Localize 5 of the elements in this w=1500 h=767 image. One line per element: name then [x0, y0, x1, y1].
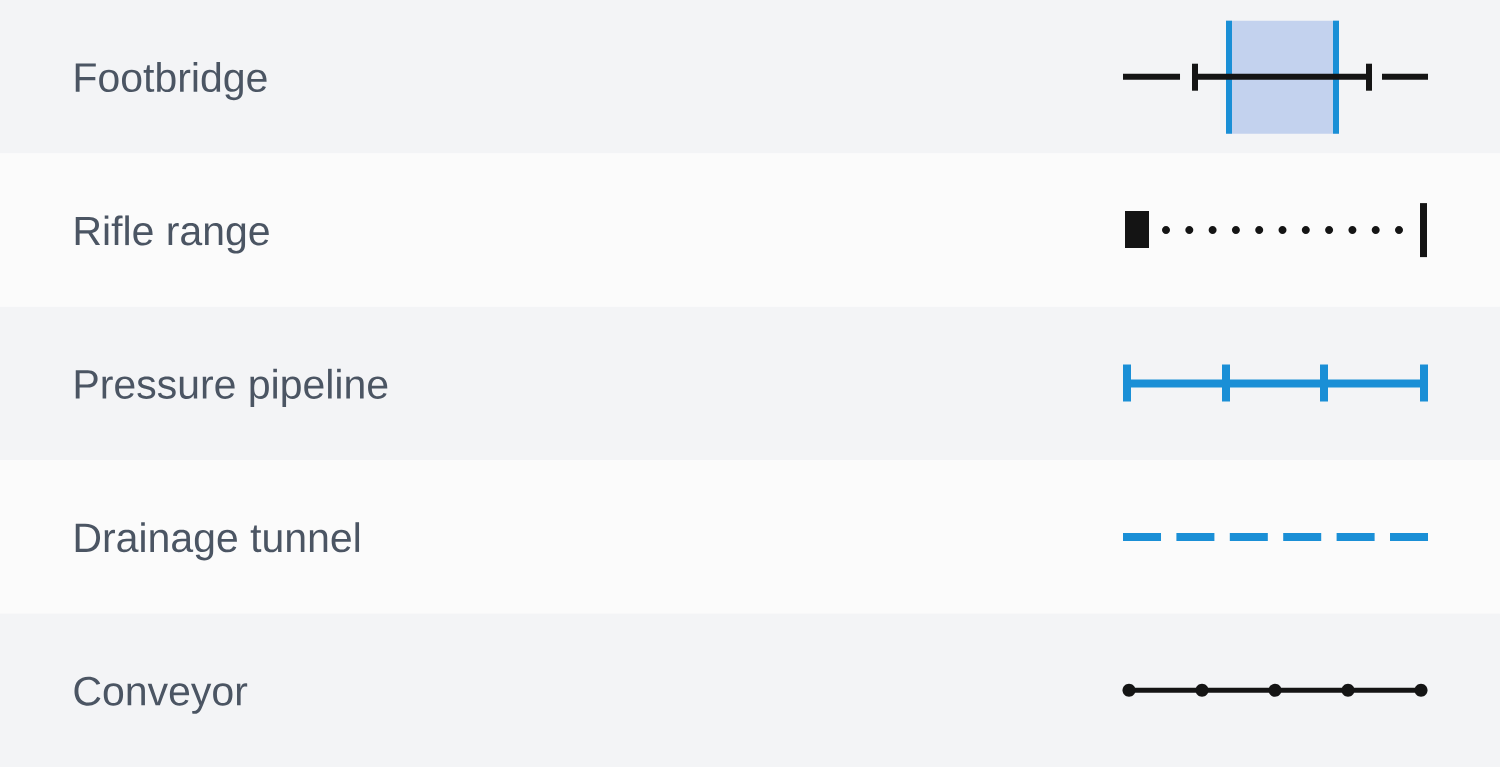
legend-label: Footbridge — [75, 62, 267, 101]
legend-label: Conveyor — [74, 676, 248, 714]
legend-label: Pressure pipeline — [75, 368, 388, 407]
legend-label: Drainage tunnel — [75, 522, 360, 561]
legend-label: Rifle range — [75, 215, 269, 254]
